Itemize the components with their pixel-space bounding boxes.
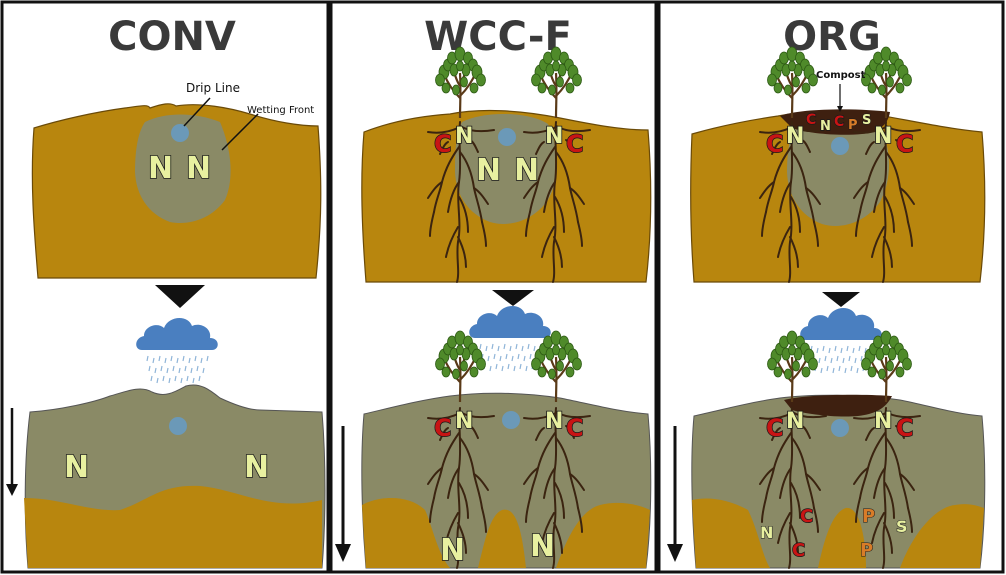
- nitrogen-letter: N: [786, 124, 804, 149]
- nitrogen-letter: N: [455, 124, 473, 149]
- carbon-letter: C: [800, 506, 813, 527]
- nitrogen-letter: N: [820, 119, 831, 134]
- drip-line-pointer: [183, 97, 211, 127]
- carbon-letter: C: [566, 414, 584, 442]
- nitrogen-letter: N: [476, 153, 501, 188]
- nitrogen-letter: N: [874, 409, 892, 434]
- nitrogen-letter: N: [455, 409, 473, 434]
- nitrogen-letter: N: [786, 409, 804, 434]
- carbon-letter: C: [834, 114, 844, 130]
- phosphorus-letter: P: [860, 540, 873, 561]
- org-drip-emitter: [831, 137, 849, 155]
- phosphorus-letter: P: [862, 506, 875, 527]
- transition-arrow: [492, 290, 534, 306]
- org-before-soil-block: C N N C C N C P S Compost: [690, 45, 986, 283]
- wccf-before-soil-block: C N N C N N: [361, 45, 652, 283]
- wccf-after-soil-block: C N N C N N: [361, 329, 652, 569]
- leaching-arrowhead: [667, 544, 683, 562]
- nitrogen-letter: N: [874, 124, 892, 149]
- conv-before-soil-block: N N Drip Line Wetting Front: [31, 81, 322, 279]
- drip-line-label: Drip Line: [186, 81, 240, 95]
- carbon-letter: C: [434, 130, 452, 158]
- transition-arrow: [822, 292, 860, 307]
- org-drip-emitter: [831, 419, 849, 437]
- conv-drip-emitter: [169, 417, 187, 435]
- compost-pointer-head: [837, 106, 843, 112]
- wetting-front-pointer: [221, 113, 259, 151]
- nitrogen-letter: N: [760, 523, 773, 542]
- leaching-arrowhead: [335, 544, 351, 562]
- org-after-soil-block: C N N C N C C P P S: [691, 329, 986, 569]
- compost-layer: [780, 109, 890, 135]
- leaching-arrowhead: [6, 484, 18, 496]
- compost-layer: [784, 394, 892, 417]
- wccf-drip-emitter: [498, 128, 516, 146]
- sulfur-letter: S: [862, 113, 871, 128]
- nitrogen-letter: N: [244, 450, 269, 485]
- sulfur-letter: S: [896, 517, 908, 536]
- phosphorus-letter: P: [848, 118, 858, 133]
- transition-arrow: [155, 285, 205, 308]
- conv-wetting-zone: [135, 114, 231, 224]
- nitrogen-letter: N: [186, 151, 211, 186]
- nitrogen-letter: N: [514, 153, 539, 188]
- wccf-drip-emitter: [502, 411, 520, 429]
- carbon-letter: C: [766, 130, 784, 158]
- nitrogen-letter: N: [545, 124, 563, 149]
- carbon-letter: C: [766, 414, 784, 442]
- panel-title-conv: CONV: [108, 14, 236, 60]
- carbon-letter: C: [792, 540, 805, 561]
- nitrogen-letter: N: [148, 151, 173, 186]
- conv-drip-emitter: [171, 124, 189, 142]
- carbon-letter: C: [434, 414, 452, 442]
- nitrogen-letter: N: [64, 450, 89, 485]
- compost-label: Compost: [816, 70, 866, 81]
- carbon-letter: C: [566, 130, 584, 158]
- nitrogen-letter: N: [545, 409, 563, 434]
- conv-after-soil-block: N N: [24, 384, 326, 569]
- nitrogen-letter: N: [530, 529, 555, 564]
- wetting-front-label: Wetting Front: [247, 105, 314, 116]
- carbon-letter: C: [806, 112, 816, 128]
- carbon-letter: C: [896, 414, 914, 442]
- nitrogen-letter: N: [440, 533, 465, 568]
- carbon-letter: C: [896, 130, 914, 158]
